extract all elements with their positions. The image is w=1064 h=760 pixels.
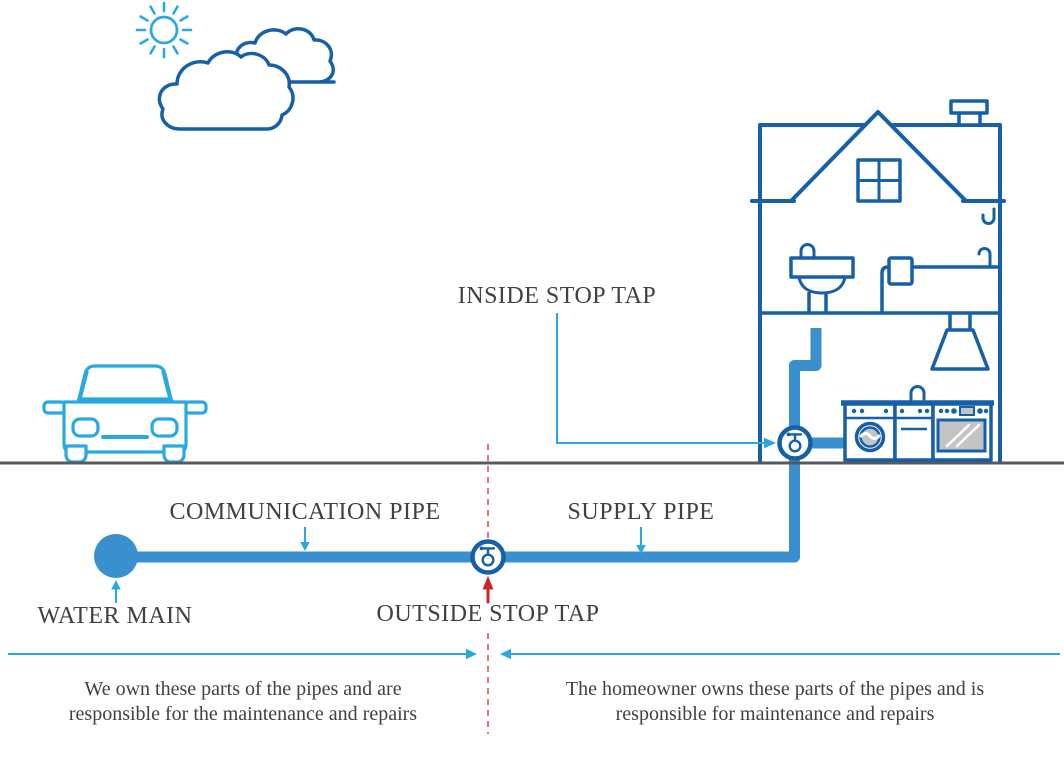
outside-stop-tap-label: OUTSIDE STOP TAP [376,601,600,627]
chimney-icon [949,99,989,127]
company-ownership-caption: We own these parts of the pipes and are … [69,677,417,727]
homeowner-caption-line1: The homeowner owns these parts of the pi… [565,678,985,700]
water-main-circle [94,534,138,578]
attic-window-icon [856,158,902,203]
cloud-front [157,50,295,131]
inside-stop-tap-icon [777,425,813,461]
company-caption-line1: We own these parts of the pipes and are [84,678,402,700]
supply-pipe-arrow [636,527,646,554]
communication-and-supply-pipe [126,328,822,563]
roof-gable [789,110,968,203]
outside-stop-tap-icon [470,539,506,575]
wall-hook-icon [981,207,996,225]
outside-stop-tap-arrow [482,576,494,604]
company-extent-arrow [8,648,477,660]
cooker-hood-icon [930,314,990,371]
bathroom-sink-icon [789,243,855,313]
car-icon [42,364,208,464]
shower-hook-icon [977,247,992,267]
homeowner-ownership-caption: The homeowner owns these parts of the pi… [566,677,984,727]
homeowner-caption-line2: responsible for maintenance and repairs [615,703,935,725]
communication-pipe-label: COMMUNICATION PIPE [169,499,441,525]
water-main-label: WATER MAIN [37,603,193,629]
clouds-icon [157,27,336,131]
inside-stop-tap-leader-arrow [556,313,776,449]
kitchen-faucet-icon [909,385,926,404]
water-main-arrow [111,580,121,603]
homeowner-extent-arrow [500,648,1060,660]
sun-icon [135,1,193,59]
kitchen-appliances [841,385,994,462]
supply-pipe-label: SUPPLY PIPE [567,499,715,525]
house-icon [750,99,1006,464]
inside-stop-tap-label: INSIDE STOP TAP [457,283,657,309]
towel-icon [887,256,914,286]
company-caption-line2: responsible for the maintenance and repa… [68,703,418,725]
communication-pipe-arrow [300,527,310,551]
